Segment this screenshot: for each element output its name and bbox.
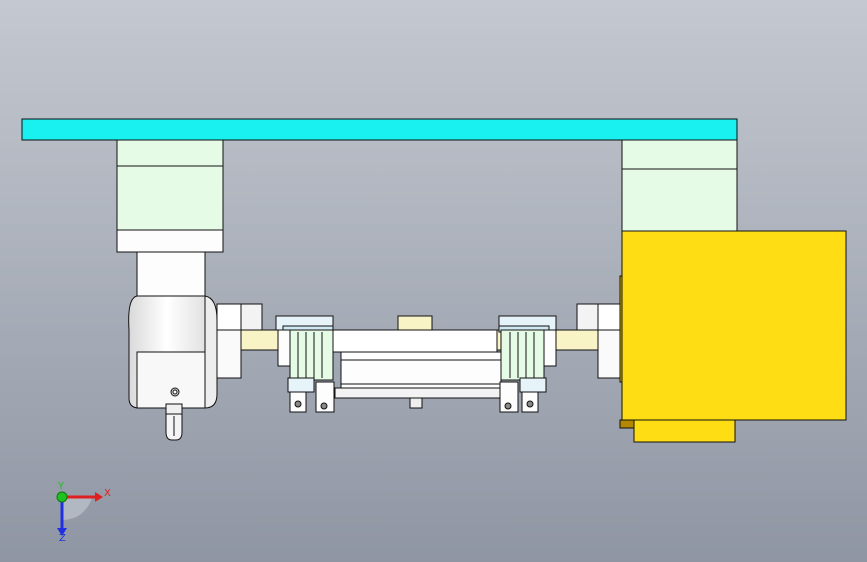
- left-motor-housing: [128, 251, 218, 441]
- left-support-column: [116, 139, 224, 253]
- coordinate-triad: X Y Z: [56, 481, 111, 544]
- y-axis-origin: [56, 491, 68, 503]
- x-axis-label: X: [104, 488, 111, 499]
- right-support-column: [621, 139, 738, 232]
- y-axis-label: Y: [57, 481, 65, 492]
- top-cyan-beam: [21, 118, 738, 141]
- z-axis-label: Z: [59, 533, 66, 544]
- left-gripper-assembly: [275, 315, 335, 413]
- right-flange-block: [576, 303, 623, 379]
- triad-shadow: [62, 497, 92, 521]
- center-carriage: [332, 315, 506, 409]
- right-gripper-assembly: [498, 315, 557, 413]
- right-yellow-block: [619, 230, 847, 443]
- z-axis-arrowhead: [57, 528, 67, 536]
- x-axis-arrowhead: [95, 492, 103, 502]
- left-flange-block: [216, 303, 263, 379]
